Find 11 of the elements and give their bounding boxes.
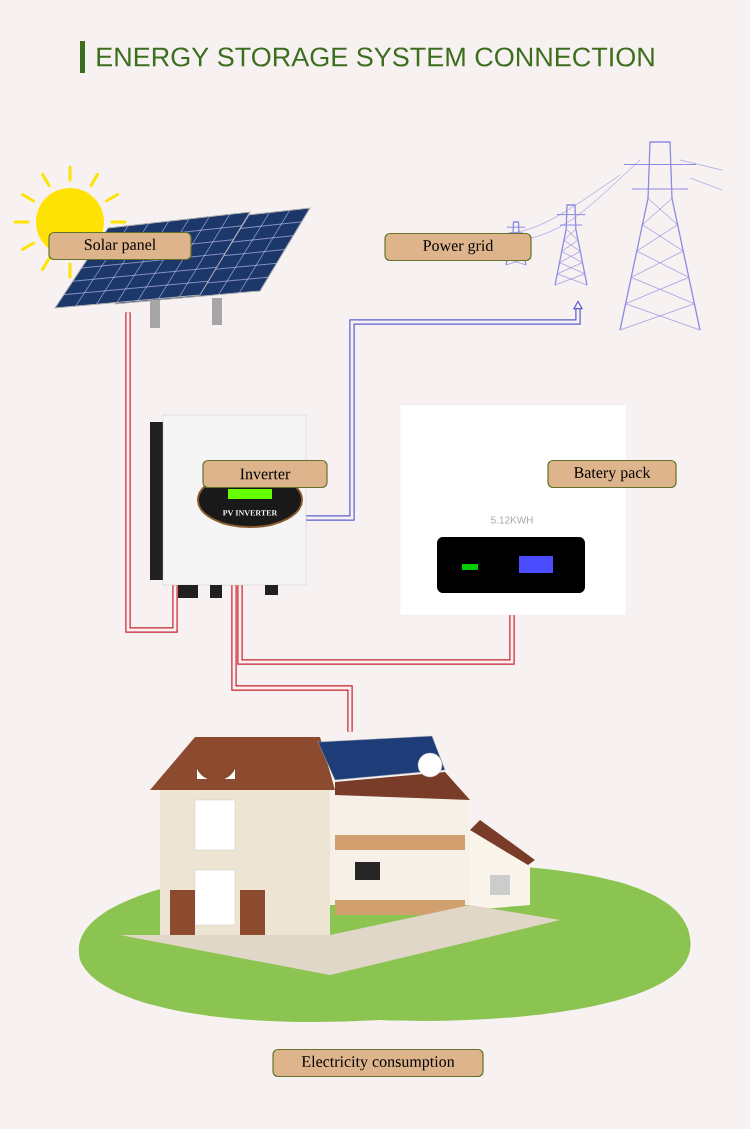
device-label: PV INVERTER [222,510,278,516]
name-tag: Electricity consumption [272,1048,484,1078]
cable [231,585,353,732]
cable [125,312,178,633]
name-tag: Power grid [384,232,532,262]
cable [237,585,515,665]
title: ENERGY STORAGE SYSTEM CONNECTION [97,47,654,67]
name-tag: Batery pack [547,459,677,489]
name-tag: Inverter [202,459,328,489]
capacity-label: 5.12KWH [491,516,533,524]
name-tag: Solar panel [48,231,192,261]
